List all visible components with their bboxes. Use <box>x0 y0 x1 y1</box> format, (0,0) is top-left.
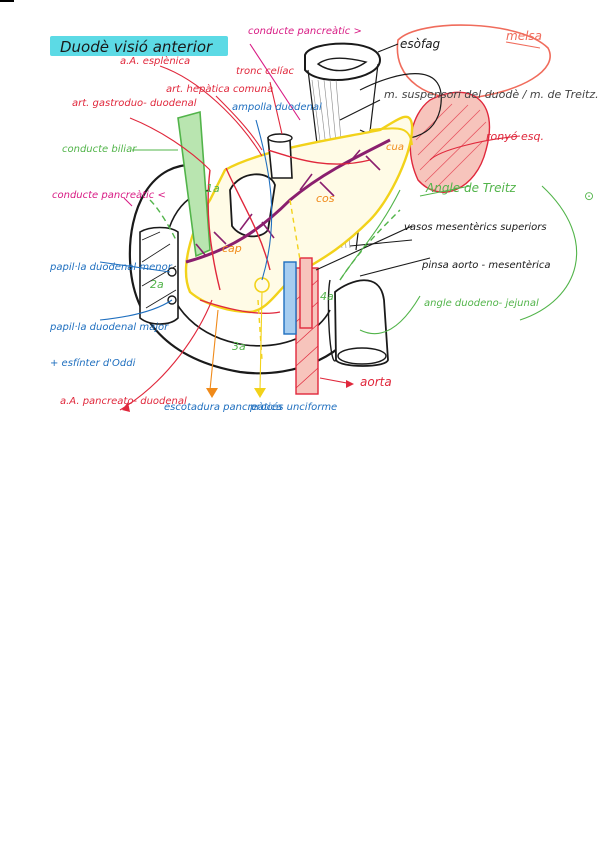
label-ronyo-esq: ronyó esq. <box>486 130 544 143</box>
label-seg-4a: 4a <box>320 290 334 303</box>
title-highlight <box>50 36 228 56</box>
esophagus-section <box>304 42 382 81</box>
label-papila-major: papil·la duodenal major <box>49 322 169 333</box>
bile-duct <box>177 110 211 258</box>
label-cos-pancreas: cos <box>316 192 335 205</box>
jejunum-opening <box>337 347 387 365</box>
pancreas-tail-edge <box>369 127 413 146</box>
label-proces: procés unciforme <box>249 401 337 413</box>
label-vasos-mesenterics: vasos mesentèrics superiors <box>404 221 547 233</box>
jejunum <box>334 279 389 367</box>
label-cua-pancreas: cua <box>386 142 404 153</box>
label-art-gastroduodenal: art. gastroduo- duodenal <box>72 98 197 109</box>
label-musc-suspensori: m. suspensori del duodè / m. de Treitz. <box>384 88 599 101</box>
label-escotadura: escotadura pancreàtica <box>164 401 282 413</box>
label-angle-duodenojejunal: angle duodeno- jejunal <box>424 298 539 309</box>
label-aorta: aorta <box>360 375 392 389</box>
label-seg-2a: 2a <box>150 278 164 291</box>
label-seg-1a: 1a <box>206 182 220 195</box>
label-art-pancreatoduodenal: a.A. pancreato- duodenal <box>60 396 187 407</box>
pancreaticoduodenal-arteries <box>199 149 371 314</box>
circle-mark: ⊙ <box>584 189 594 203</box>
sm-artery <box>299 257 313 329</box>
jejunum-curve <box>327 279 337 362</box>
label-seg-3a: 3a <box>232 340 246 353</box>
label-tronc-celiac: tronc celíac <box>236 65 295 77</box>
label-art-esplenica: a.A. esplènica <box>120 55 190 67</box>
label-papila-menor: papil·la duodenal menor <box>49 262 173 273</box>
label-conducte-pancreatic-left: conducte pancreàtic < <box>52 189 166 201</box>
spleen-outline <box>396 24 551 100</box>
pancreatic-duct-branches <box>195 149 381 257</box>
arrow-proces <box>254 388 266 398</box>
label-conducte-pancreatic-top: conducte pancreàtic > <box>248 25 362 37</box>
label-melsa: melsa <box>506 29 542 43</box>
celiac-stub <box>267 137 293 179</box>
segment-dividers <box>257 199 301 361</box>
label-conducte-biliar: conducte biliar <box>62 144 137 155</box>
arrowheads <box>122 380 354 412</box>
label-ampolla: ampolla duodenal <box>232 102 322 113</box>
label-esfinter: + esfínter d'Oddi <box>50 357 136 369</box>
label-esofag: esòfag <box>400 37 441 51</box>
arrow-escotadura <box>206 388 218 398</box>
esophagus-lumen <box>316 57 368 72</box>
celiac-opening <box>267 133 293 143</box>
duodenal-bulb <box>229 173 276 238</box>
diagram-title: Duodè visió anterior <box>60 38 213 56</box>
label-art-hepatica: art. hepàtica comuna <box>166 83 273 95</box>
label-angle-treitz: Angle de Treitz <box>425 181 517 195</box>
page-corner-mark <box>0 0 14 2</box>
sm-vein <box>283 261 297 335</box>
label-pinsa: pinsa aorto - mesentèrica <box>421 259 551 271</box>
label-cap-pancreas: cap <box>222 242 242 255</box>
leader-lines <box>99 41 578 411</box>
